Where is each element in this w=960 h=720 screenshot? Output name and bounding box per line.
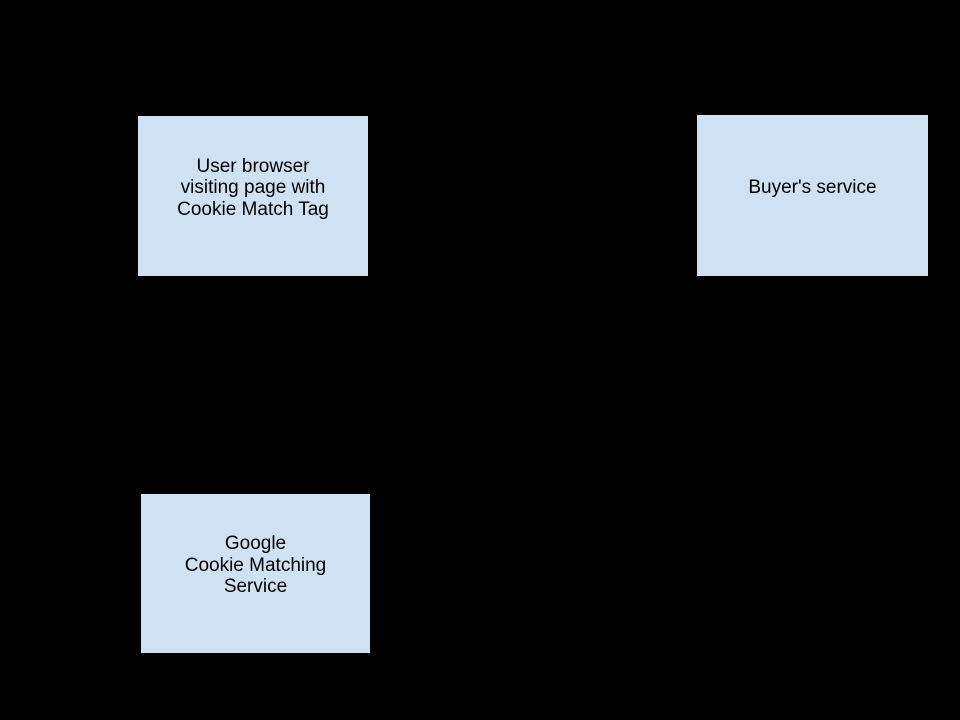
node-google-cookie-matching-service: Google Cookie Matching Service — [140, 493, 371, 654]
node-buyers-service-label: Buyer's service — [748, 176, 877, 198]
node-user-browser-label: User browser visiting page with Cookie M… — [177, 155, 329, 220]
node-google-cookie-matching-service-label: Google Cookie Matching Service — [184, 533, 327, 598]
node-buyers-service: Buyer's service — [696, 114, 929, 277]
node-user-browser: User browser visiting page with Cookie M… — [137, 115, 369, 277]
